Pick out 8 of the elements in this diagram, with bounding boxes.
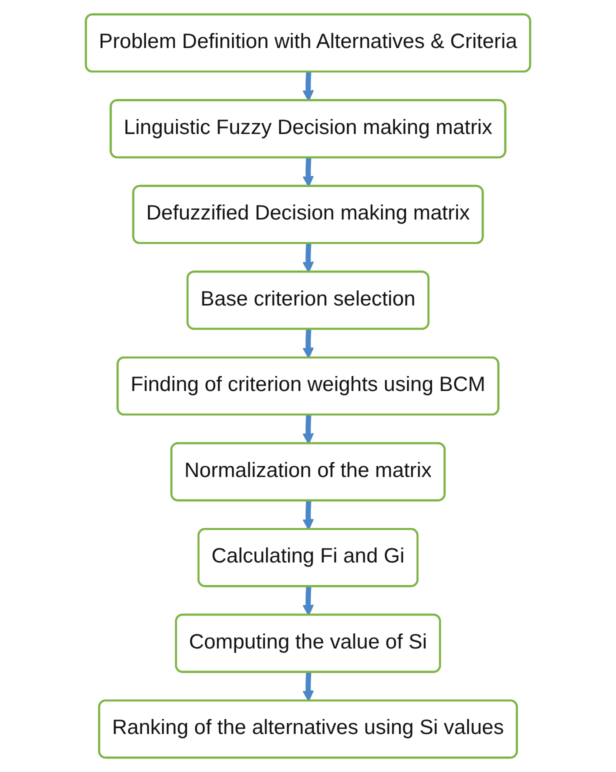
arrow — [302, 72, 314, 102]
arrow — [302, 158, 314, 188]
arrow — [302, 586, 314, 616]
arrow — [302, 672, 314, 702]
arrow — [302, 414, 314, 444]
arrow — [302, 500, 314, 530]
arrow — [302, 243, 314, 273]
arrow — [302, 329, 314, 359]
